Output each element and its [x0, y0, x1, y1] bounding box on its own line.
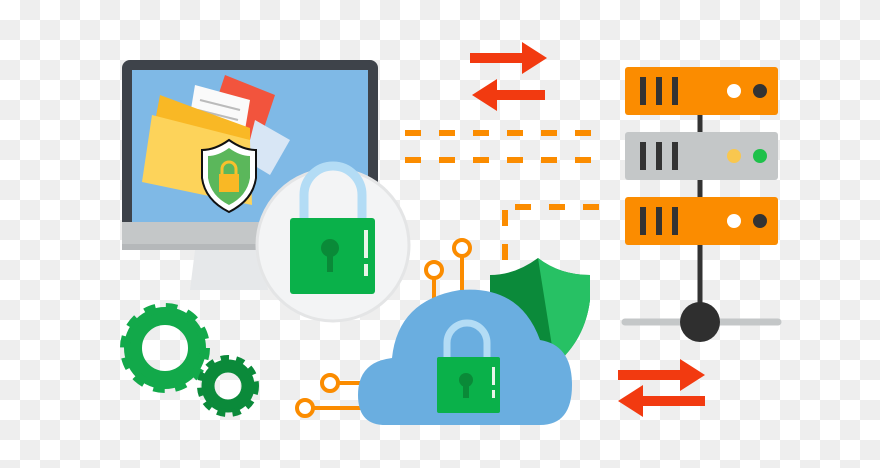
server-rack-icon — [621, 67, 782, 342]
transfer-arrows-icon — [470, 42, 547, 111]
cloud-icon — [358, 289, 572, 425]
transfer-arrows-icon — [618, 359, 705, 417]
network-node-icon — [680, 302, 720, 342]
gear-icon — [120, 303, 210, 393]
network-connector-lines — [405, 130, 610, 270]
shield-icon — [201, 138, 257, 214]
padlock-icon — [255, 161, 411, 323]
gear-icon — [197, 355, 259, 417]
